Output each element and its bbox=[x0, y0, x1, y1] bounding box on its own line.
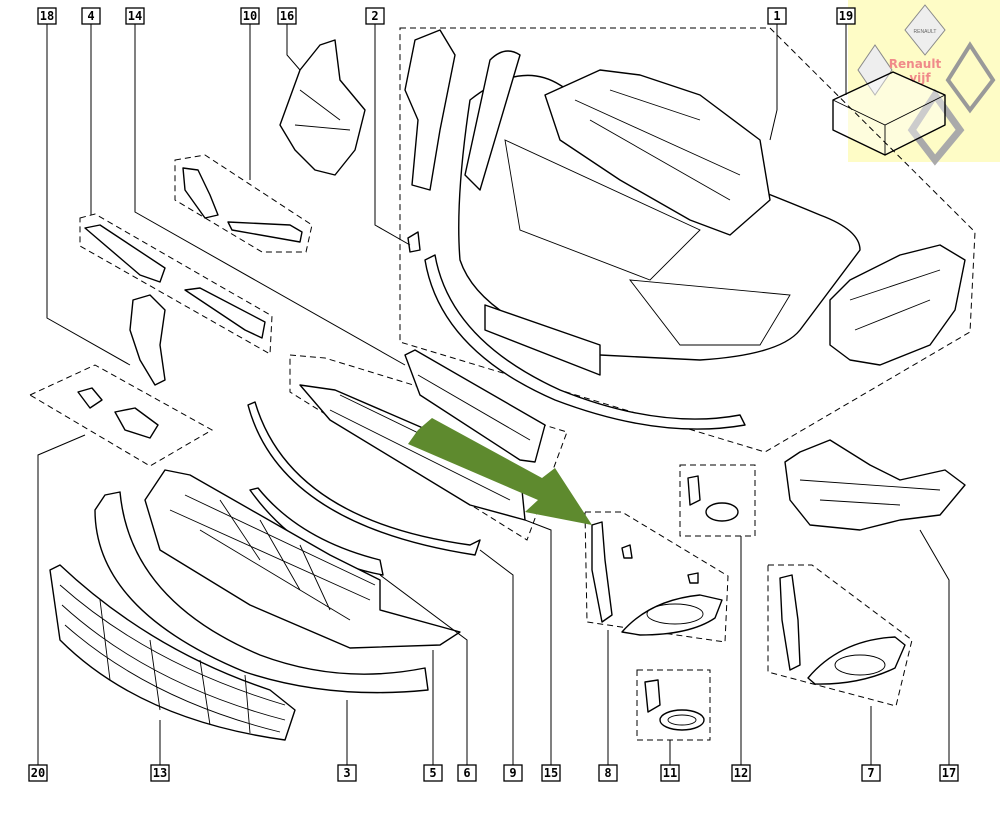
svg-text:4: 4 bbox=[87, 9, 94, 23]
label-14: 14 bbox=[125, 7, 145, 25]
part-1-lower-grille bbox=[484, 304, 601, 376]
part-3-lower-bumper bbox=[94, 491, 429, 694]
part-5-undertray bbox=[144, 469, 461, 649]
label-1: 1 bbox=[767, 7, 787, 25]
svg-text:15: 15 bbox=[544, 766, 558, 780]
svg-text:12: 12 bbox=[734, 766, 748, 780]
part-11-fog-ring bbox=[644, 679, 705, 731]
label-11: 11 bbox=[660, 764, 680, 782]
svg-text:13: 13 bbox=[153, 766, 167, 780]
label-19: 19 bbox=[836, 7, 856, 25]
svg-text:17: 17 bbox=[942, 766, 956, 780]
part-16-bracket bbox=[279, 39, 366, 176]
part-1-lip bbox=[424, 254, 746, 430]
svg-text:7: 7 bbox=[867, 766, 874, 780]
part-14-grille-frame bbox=[404, 349, 546, 463]
label-10: 10 bbox=[240, 7, 260, 25]
label-5: 5 bbox=[423, 764, 443, 782]
part-4-strips bbox=[84, 224, 266, 339]
green-arrow-indicator bbox=[408, 418, 592, 525]
part-2-bracket bbox=[404, 29, 456, 253]
part-17-crossmember bbox=[784, 439, 966, 531]
label-4: 4 bbox=[81, 7, 101, 25]
label-20: 20 bbox=[28, 764, 48, 782]
part-8-fog-bezel bbox=[591, 521, 723, 636]
label-12: 12 bbox=[731, 764, 751, 782]
part-19-kit-box bbox=[832, 71, 946, 156]
svg-text:8: 8 bbox=[604, 766, 611, 780]
part-1-side-bracket bbox=[829, 244, 966, 366]
svg-text:2: 2 bbox=[371, 9, 378, 23]
part-1-bumper-cover bbox=[458, 50, 861, 361]
part-1-upper-absorber bbox=[544, 69, 771, 236]
svg-text:9: 9 bbox=[509, 766, 516, 780]
part-20-clips bbox=[77, 387, 159, 439]
part-18-support bbox=[129, 294, 166, 386]
label-17: 17 bbox=[939, 764, 959, 782]
label-15: 15 bbox=[541, 764, 561, 782]
svg-text:5: 5 bbox=[429, 766, 436, 780]
label-3: 3 bbox=[337, 764, 357, 782]
part-9-strip bbox=[247, 401, 481, 556]
part-7-fog-bezel bbox=[779, 574, 906, 685]
svg-text:19: 19 bbox=[839, 9, 853, 23]
svg-text:6: 6 bbox=[463, 766, 470, 780]
label-6: 6 bbox=[457, 764, 477, 782]
watermark-text-1: Renault bbox=[889, 57, 942, 71]
svg-text:11: 11 bbox=[663, 766, 677, 780]
svg-text:1: 1 bbox=[773, 9, 780, 23]
label-2: 2 bbox=[365, 7, 385, 25]
part-13-lower-grille bbox=[49, 564, 296, 741]
svg-text:14: 14 bbox=[128, 9, 142, 23]
leader-lines bbox=[37, 24, 950, 765]
label-7: 7 bbox=[861, 764, 881, 782]
svg-text:10: 10 bbox=[243, 9, 257, 23]
part-10-trims bbox=[182, 167, 303, 243]
label-13: 13 bbox=[150, 764, 170, 782]
svg-text:RENAULT: RENAULT bbox=[914, 29, 937, 35]
svg-text:18: 18 bbox=[40, 9, 54, 23]
label-8: 8 bbox=[598, 764, 618, 782]
label-16: 16 bbox=[277, 7, 297, 25]
label-18: 18 bbox=[37, 7, 57, 25]
label-9: 9 bbox=[503, 764, 523, 782]
svg-text:20: 20 bbox=[31, 766, 45, 780]
svg-text:3: 3 bbox=[343, 766, 350, 780]
svg-text:16: 16 bbox=[280, 9, 294, 23]
part-12-fog-lamp bbox=[687, 475, 739, 522]
